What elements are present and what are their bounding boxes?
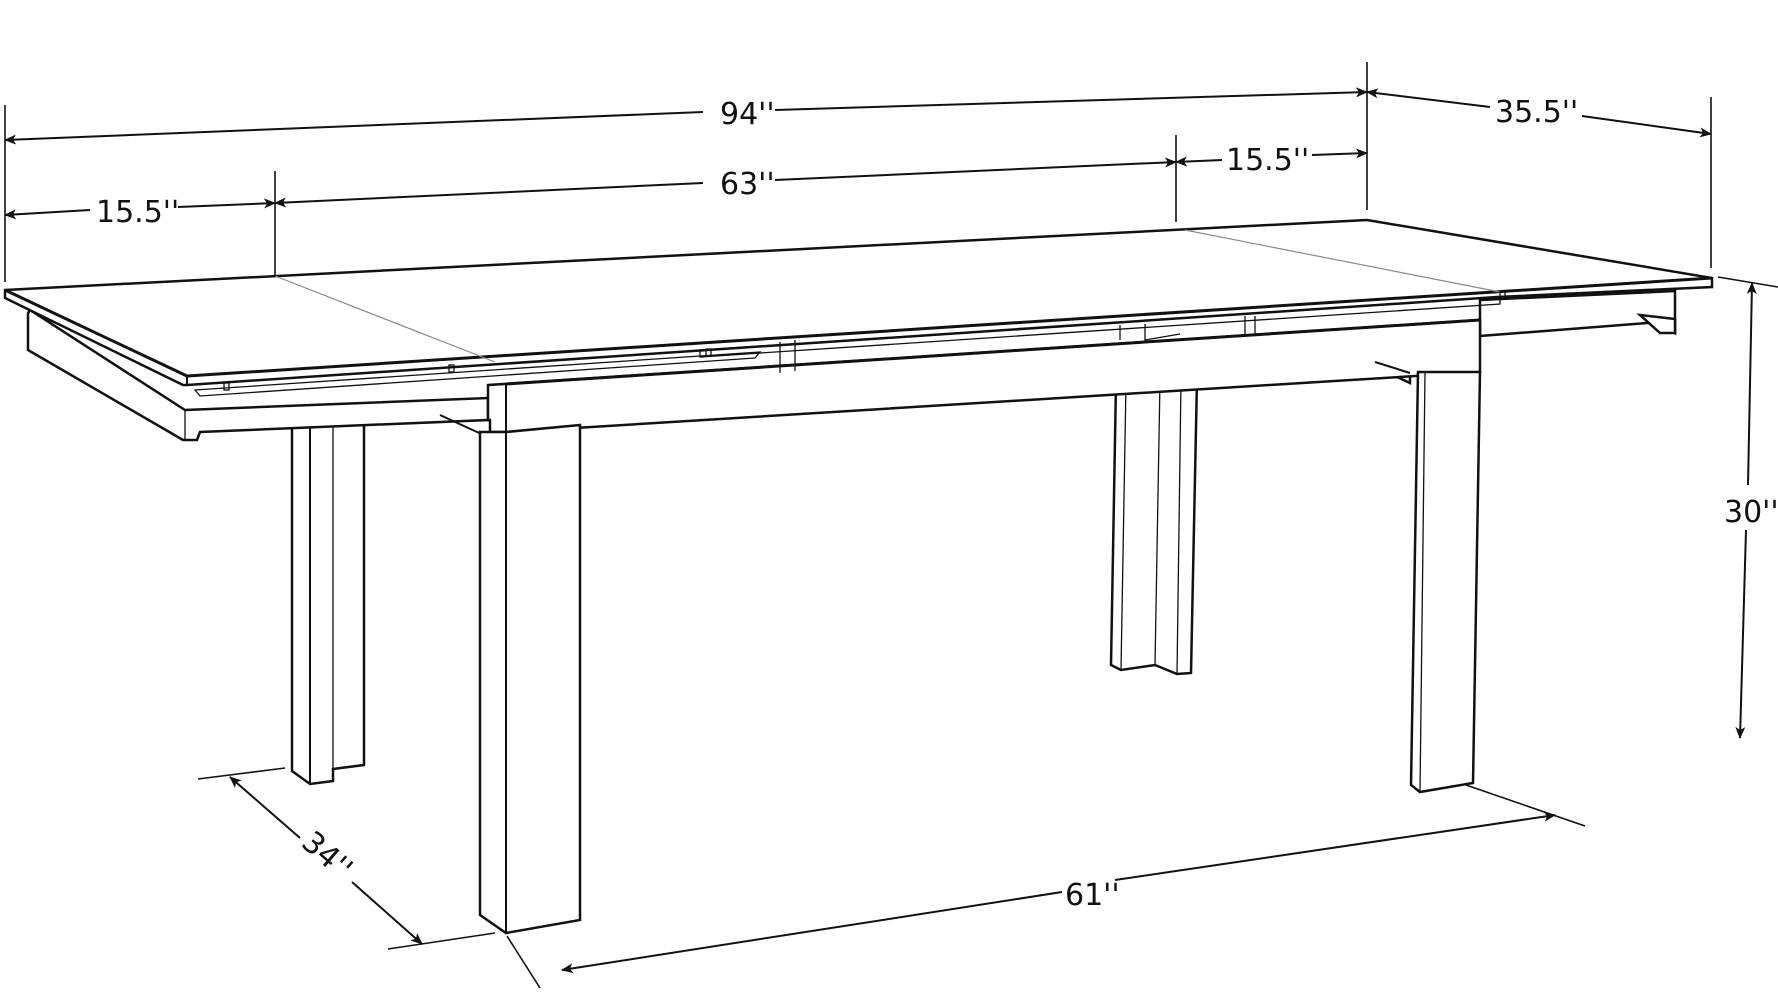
back-left-leg bbox=[290, 423, 366, 786]
left-leaf-seam bbox=[274, 275, 496, 363]
right-leaf-skirt bbox=[1478, 289, 1677, 338]
dim-center-top: 63'' bbox=[274, 157, 1177, 208]
tabletop bbox=[3, 218, 1714, 397]
right-leaf-seam bbox=[1184, 229, 1501, 293]
front-left-leg bbox=[478, 423, 582, 935]
svg-text:34'': 34'' bbox=[295, 825, 359, 887]
svg-text:15.5'': 15.5'' bbox=[96, 195, 179, 230]
dim-right-leaf: 15.5'' bbox=[1175, 143, 1368, 178]
svg-text:94'': 94'' bbox=[720, 97, 775, 132]
svg-text:30'': 30'' bbox=[1724, 495, 1778, 530]
dimension-annotations: 94'' 63'' 15.5'' 15.5'' 35.5'' bbox=[4, 62, 1778, 989]
dim-leg-depth: 34'' bbox=[197, 767, 496, 950]
svg-text:63'': 63'' bbox=[720, 167, 775, 202]
back-right-leg bbox=[1109, 377, 1199, 676]
table-drawing bbox=[3, 218, 1714, 935]
svg-text:61'': 61'' bbox=[1065, 878, 1120, 913]
dim-top-depth: 35.5'' bbox=[1366, 88, 1712, 138]
dim-overall-length: 94'' bbox=[4, 87, 1368, 145]
front-right-leg bbox=[1409, 370, 1482, 794]
dim-height: 30'' bbox=[1717, 276, 1778, 739]
svg-text:15.5'': 15.5'' bbox=[1226, 143, 1309, 178]
svg-text:35.5'': 35.5'' bbox=[1495, 95, 1578, 130]
left-leaf-skirt bbox=[26, 308, 490, 442]
dim-left-leaf: 15.5'' bbox=[4, 195, 276, 230]
dim-leg-length: 61'' bbox=[506, 784, 1586, 989]
